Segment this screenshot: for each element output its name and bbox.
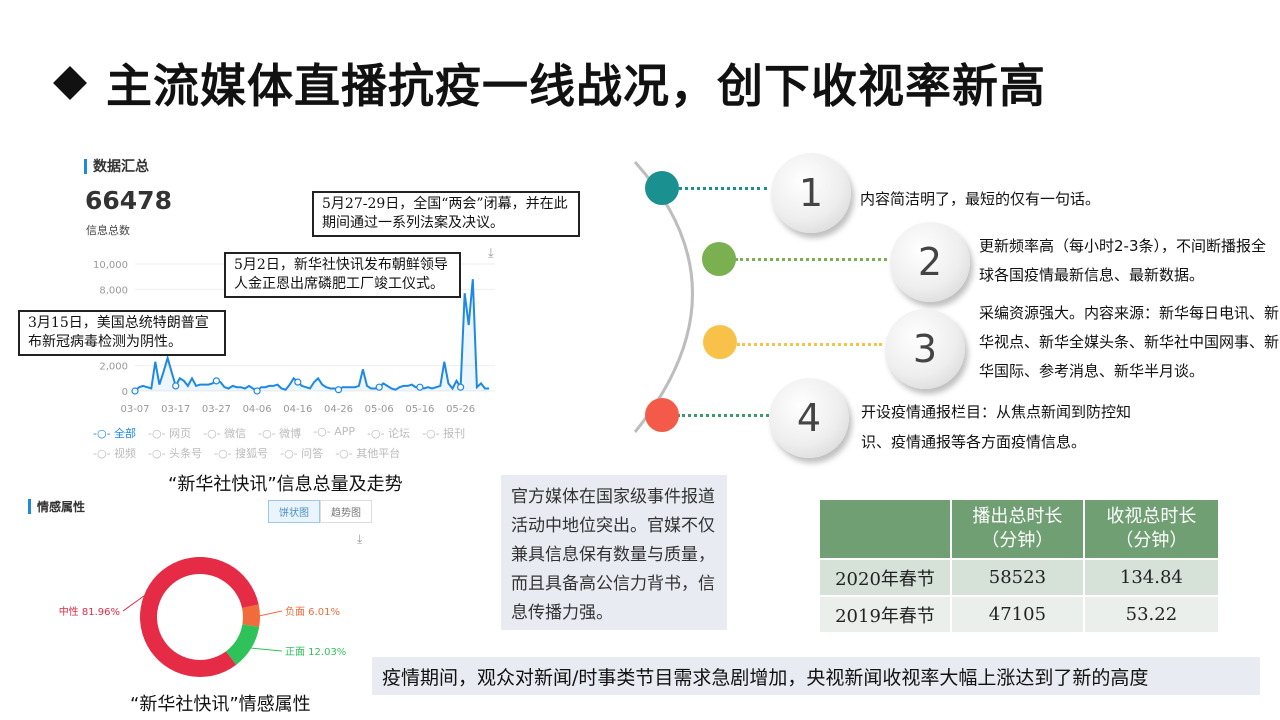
donut-caption: “新华社快讯”情感属性 xyxy=(130,694,311,715)
download-icon[interactable]: ⤓ xyxy=(488,246,494,261)
table-cell: 53.22 xyxy=(1082,595,1221,634)
data-point xyxy=(212,377,220,385)
x-tick-label: 03-07 xyxy=(120,404,149,415)
legend-item[interactable]: -○- 报刊 xyxy=(422,427,466,440)
timeline-dot-1 xyxy=(645,171,679,205)
data-point xyxy=(457,383,465,391)
table-row: 2020年春节 58523 134.84 xyxy=(818,558,1221,597)
table-cell: 2019年春节 xyxy=(818,595,952,634)
connector-4 xyxy=(677,414,775,417)
number-badge-2: 2 xyxy=(890,222,970,302)
item-2-text: 更新频率高（每小时2-3条），不间断播报全球各国疫情最新信息、最新数据。 xyxy=(979,237,1267,284)
table-header-broadcast: 播出总时长（分钟） xyxy=(950,498,1085,560)
timeline-dot-3 xyxy=(703,325,737,359)
item-4-text: 开设疫情通报栏目：从焦点新闻到防控知识、疫情通报等各方面疫情信息。 xyxy=(861,403,1132,451)
donut-slice-正面 xyxy=(225,624,260,665)
total-count: 66478 xyxy=(85,186,172,215)
y-tick-label: 2,000 xyxy=(99,362,128,373)
x-tick-label: 04-16 xyxy=(283,404,312,415)
label-leader xyxy=(251,647,283,652)
legend-item[interactable]: -○- APP xyxy=(313,425,356,438)
slice-label: 中性 81.96% xyxy=(59,605,120,618)
trend-view-button[interactable]: 趋势图 xyxy=(320,500,372,523)
connector-2 xyxy=(735,258,887,261)
chart-legend-row2: -○- 视频 -○- 头条号 -○- 搜狐号 -○- 问答 -○- 其他平台 xyxy=(93,445,400,461)
table-row: 2019年春节 47105 53.22 xyxy=(818,595,1221,634)
label-leader xyxy=(122,595,145,612)
accent-bar xyxy=(28,499,31,514)
legend-item[interactable]: -○- 微信 xyxy=(203,427,247,440)
timeline-dot-4 xyxy=(645,398,679,432)
legend-item[interactable]: -○- 头条号 xyxy=(148,447,203,460)
sentiment-heading: 情感属性 xyxy=(28,498,85,515)
download-icon[interactable]: ⤓ xyxy=(357,532,363,546)
line-chart-caption: “新华社快讯”信息总量及走势 xyxy=(168,474,403,495)
summary-heading-text: 数据汇总 xyxy=(93,159,149,175)
legend-item[interactable]: -○- 网页 xyxy=(148,427,192,440)
accent-bar xyxy=(84,158,87,174)
y-tick-label: 0 xyxy=(122,387,128,398)
slice-label: 负面 6.01% xyxy=(285,605,340,618)
data-point xyxy=(334,386,343,394)
data-point xyxy=(172,382,180,390)
table-cell: 2020年春节 xyxy=(818,558,952,597)
callout-may27: 5月27-29日，全国“两会”闭幕，并在此期间通过一系列法案及决议。 xyxy=(312,191,580,237)
callout-may2: 5月2日，新华社快讯发布朝鲜领导人金正恩出席磷肥工厂竣工仪式。 xyxy=(224,252,461,298)
series-line xyxy=(134,279,490,393)
ratings-table: 播出总时长（分钟） 收视总时长（分钟） 2020年春节 58523 134.84… xyxy=(818,498,1221,634)
number-badge-4: 4 xyxy=(769,378,849,458)
legend-item[interactable]: -○- 其他平台 xyxy=(335,447,401,460)
legend-item[interactable]: -○- 视频 xyxy=(93,447,137,460)
x-tick-label: 05-06 xyxy=(365,404,394,415)
summary-heading: 数据汇总 xyxy=(84,156,149,176)
timeline-dot-2 xyxy=(702,242,736,276)
number-badge-3: 3 xyxy=(885,309,965,389)
sentiment-donut-chart: 负面 6.01% 正面 12.03% 中性 81.96% xyxy=(59,557,346,677)
table-cell: 47105 xyxy=(950,595,1085,634)
x-tick-label: 04-26 xyxy=(324,404,353,415)
x-tick-label: 03-17 xyxy=(161,404,190,415)
data-point xyxy=(416,383,424,391)
donut-slice-负面 xyxy=(242,604,260,628)
bottom-banner: 疫情期间，观众对新闻/时事类节目需求急剧增加，央视新闻收视率大幅上涨达到了新的高… xyxy=(372,657,1260,695)
table-cell: 58523 xyxy=(950,558,1085,597)
chart-legend: -○- 全部 -○- 网页 -○- 微信 -○- 微博 -○- APP -○- 论坛 -○-… xyxy=(93,425,465,441)
table-header-viewing: 收视总时长（分钟） xyxy=(1082,498,1221,560)
x-tick-label: 05-16 xyxy=(405,404,434,415)
legend-item[interactable]: -○- 问答 xyxy=(280,447,324,460)
line-chart: 0 2,000 8,000 10,000 03-07 03-17 03-27 04-06 04-… xyxy=(93,260,495,415)
connector-3 xyxy=(737,343,882,346)
data-point xyxy=(131,387,139,395)
callout-mar15: 3月15日，美国总统特朗普宣布新冠病毒检测为阴性。 xyxy=(18,310,226,356)
table-header-row: 播出总时长（分钟） 收视总时长（分钟） xyxy=(818,498,1221,560)
x-tick-label: 05-26 xyxy=(446,404,475,415)
data-point xyxy=(253,387,261,395)
item-3-text: 采编资源强大。内容来源：新华每日电讯、新华视点、新华全媒头条、新华社中国网事、新… xyxy=(979,304,1280,380)
view-toggle: 饼状图 趋势图 xyxy=(268,500,372,523)
total-label: 信息总数 xyxy=(86,224,130,237)
connector-1 xyxy=(672,187,767,190)
title-text: 主流媒体直播抗疫一线战况，创下收视率新高 xyxy=(106,59,1046,113)
y-tick-label: 8,000 xyxy=(99,285,128,296)
number-badge-1: 1 xyxy=(771,153,851,233)
data-point xyxy=(375,383,383,391)
sentiment-heading-text: 情感属性 xyxy=(37,500,86,514)
pie-view-button[interactable]: 饼状图 xyxy=(268,500,320,523)
x-tick-label: 04-06 xyxy=(243,404,272,415)
note-box: 官方媒体在国家级事件报道活动中地位突出。官媒不仅兼具信息保有数量与质量，而且具备… xyxy=(501,475,727,630)
data-point xyxy=(294,378,302,386)
slide-title: 主流媒体直播抗疫一线战况，创下收视率新高 xyxy=(50,50,1046,116)
y-tick-label: 10,000 xyxy=(93,260,128,271)
item-1-text: 内容简洁明了，最短的仅有一句话。 xyxy=(860,190,1101,208)
legend-item[interactable]: -○- 微博 xyxy=(258,427,302,440)
slice-label: 正面 12.03% xyxy=(285,647,346,658)
label-leader xyxy=(259,610,283,617)
x-tick-label: 03-27 xyxy=(202,404,231,415)
table-header-blank xyxy=(818,498,952,560)
table-cell: 134.84 xyxy=(1082,558,1221,597)
legend-item[interactable]: -○- 全部 xyxy=(93,427,137,440)
series-area xyxy=(135,279,490,391)
legend-item[interactable]: -○- 搜狐号 xyxy=(214,447,269,460)
legend-item[interactable]: -○- 论坛 xyxy=(367,427,411,440)
